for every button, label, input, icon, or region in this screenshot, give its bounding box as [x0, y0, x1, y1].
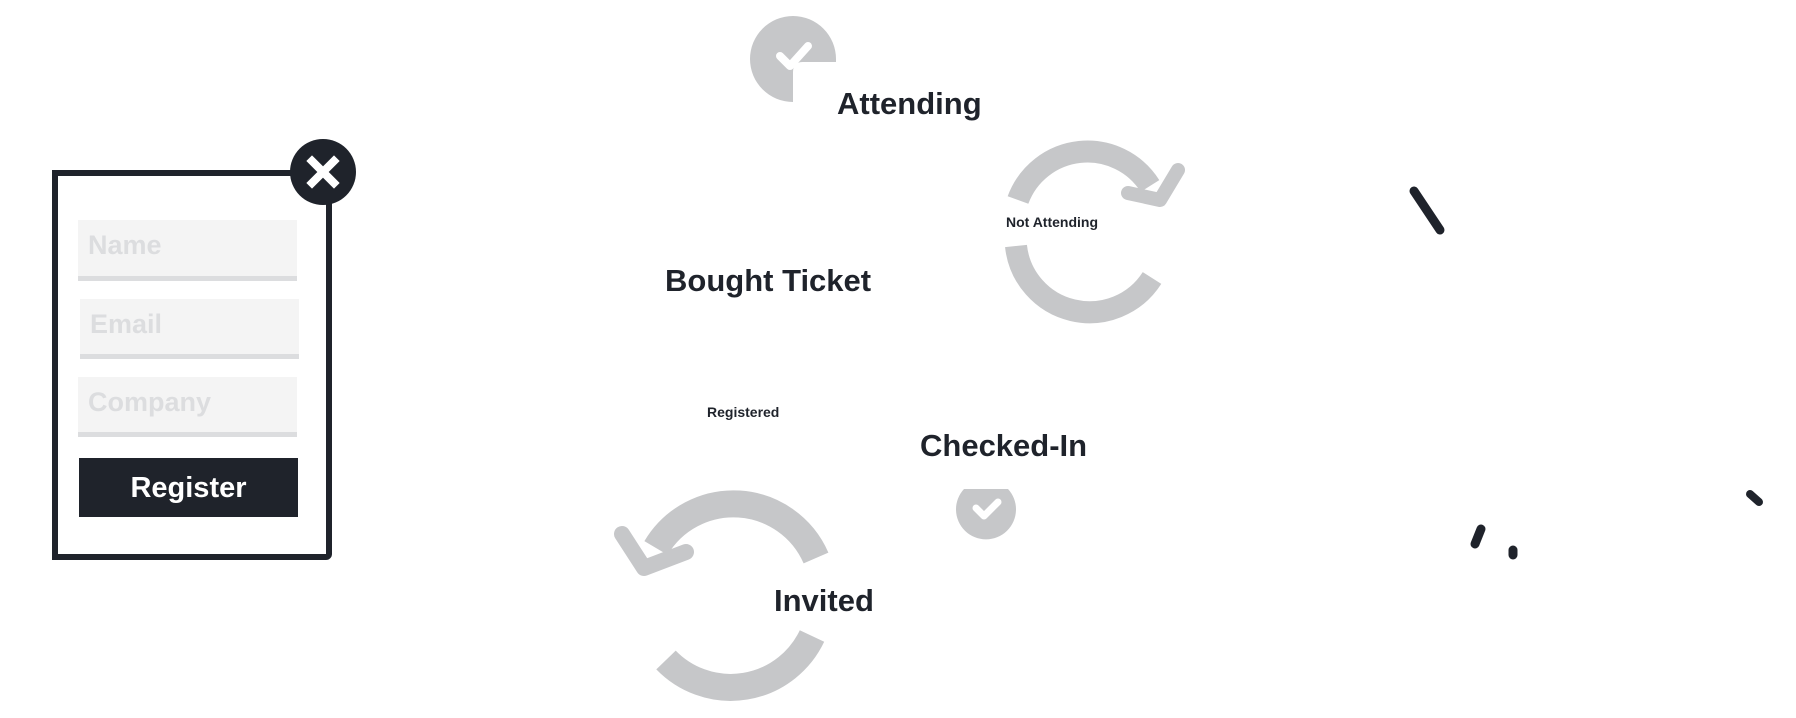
refresh-arrow-icon — [614, 490, 829, 701]
company-input[interactable]: Company — [78, 377, 297, 437]
label-invited: Invited — [774, 583, 874, 618]
check-circle-icon — [750, 16, 836, 102]
refresh-arrow-icon — [1005, 140, 1185, 324]
close-button[interactable] — [290, 139, 356, 205]
label-checked-in: Checked-In — [920, 428, 1088, 463]
register-button[interactable]: Register — [79, 458, 298, 517]
label-bought-ticket: Bought Ticket — [665, 263, 872, 298]
email-input[interactable]: Email — [80, 299, 299, 359]
label-registered: Registered — [707, 404, 780, 420]
close-icon — [306, 155, 340, 189]
name-input[interactable]: Name — [78, 220, 297, 281]
decorative-strokes — [1409, 186, 1763, 560]
label-not-attending: Not Attending — [1006, 214, 1099, 230]
check-circle-icon — [956, 489, 1017, 540]
label-attending: Attending — [837, 86, 982, 121]
registration-form — [52, 170, 332, 560]
